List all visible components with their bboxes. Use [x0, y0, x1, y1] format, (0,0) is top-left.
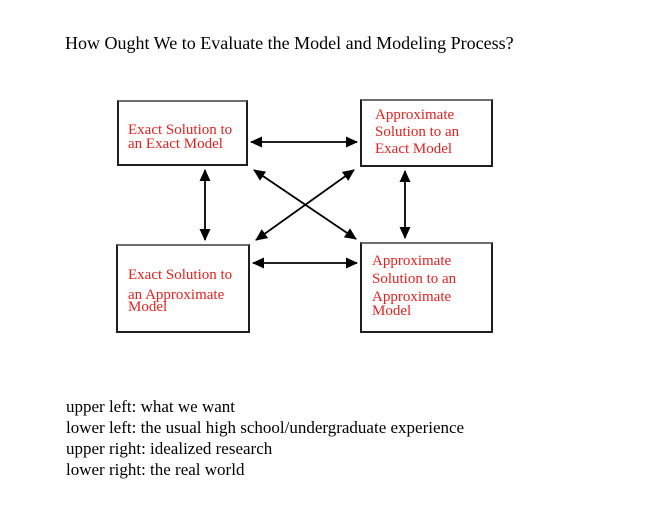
legend: upper left: what we want lower left: the… — [66, 396, 464, 480]
box-text-line: Exact Solution to — [128, 122, 233, 138]
legend-line-lower-right: lower right: the real world — [66, 460, 245, 479]
box-text-line: an Exact Model — [128, 136, 223, 152]
box-approximate-solution-exact-model: Approximate Solution to an Exact Model — [360, 99, 493, 167]
box-text-line: Model — [128, 299, 168, 315]
box-text-line: Model — [372, 303, 412, 319]
box-text-line: Solution to an — [372, 271, 457, 287]
box-text-line: Exact Model — [375, 141, 453, 157]
arrow-diagonal-ul-lr — [253, 169, 357, 240]
arrow-diagonal-ur-ll — [255, 169, 355, 241]
box-text-line: an Approximate — [128, 287, 225, 303]
page-title: How Ought We to Evaluate the Model and M… — [65, 33, 514, 53]
box-text-line: Approximate — [372, 253, 452, 269]
box-text-line: Approximate — [375, 107, 455, 123]
box-exact-solution-approximate-model: Exact Solution to an Approximate Model — [116, 244, 250, 333]
box-text-line: Approximate — [372, 289, 452, 305]
box-approximate-solution-approximate-model: Approximate Solution to an Approximate M… — [360, 242, 493, 333]
legend-line-upper-right: upper right: idealized research — [66, 439, 273, 458]
box-text-line: Exact Solution to — [128, 267, 233, 283]
legend-line-lower-left: lower left: the usual high school/underg… — [66, 418, 465, 437]
legend-line-upper-left: upper left: what we want — [66, 397, 235, 416]
box-text-line: Solution to an — [375, 124, 460, 140]
box-exact-solution-exact-model: Exact Solution to an Exact Model — [117, 100, 248, 166]
